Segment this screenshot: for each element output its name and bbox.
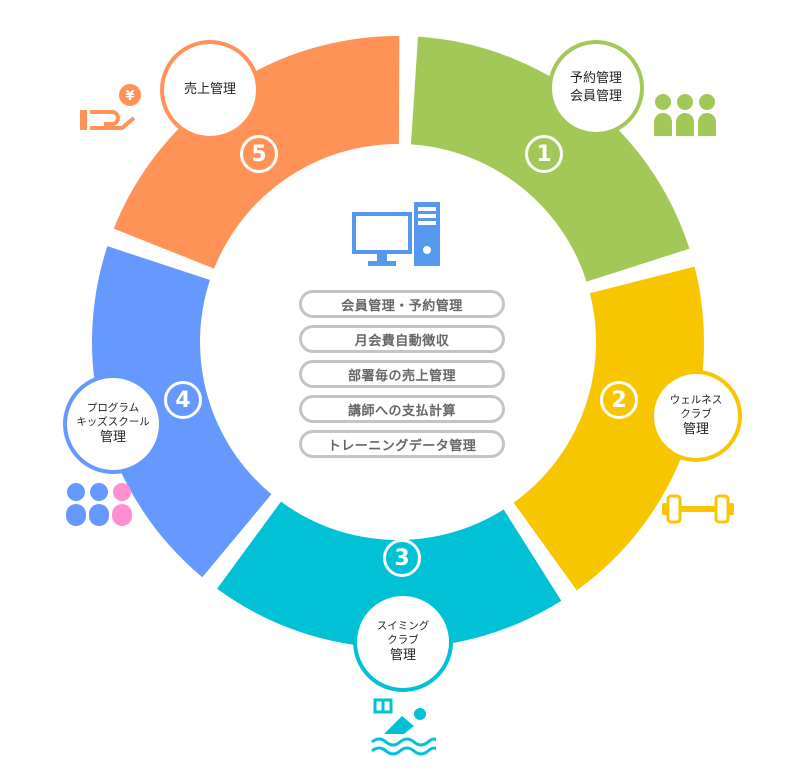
segment-4-label: プログラム キッズスクール 管理 [63,374,163,474]
segment-2-number: 2 [600,381,638,419]
ring-segment-3 [217,501,562,648]
desktop-computer-icon [352,202,440,266]
segment-3-label: スイミング クラブ 管理 [353,592,453,692]
segment-3-label-line-2: クラブ [387,634,419,647]
segment-2-label: ウェルネス クラブ 管理 [650,370,742,462]
segment-4-number: 4 [164,381,202,419]
hand-yen-coin-icon: ¥ [80,84,141,130]
yen-symbol: ¥ [125,89,134,104]
segment-2-label-line-2: クラブ [680,408,712,421]
feature-pill-instructor-payment: 講師への支払計算 [299,395,505,423]
segment-1-label-line-1: 予約管理 [569,71,622,87]
kids-group-icon [66,483,132,526]
segment-1-label: 予約管理 会員管理 [548,40,644,136]
segment-3-number: 3 [383,539,421,577]
segment-5-label: 売上管理 [160,40,260,140]
feature-pill-department-sales: 部署毎の売上管理 [299,360,505,388]
feature-pill-monthly-fee: 月会費自動徴収 [299,325,505,353]
segment-1-number: 1 [525,135,563,173]
segment-4-label-line-1: プログラム [86,402,140,415]
ring-segment-2 [513,266,705,591]
segment-5-label-line-1: 売上管理 [183,82,236,98]
segment-2-label-line-3: 管理 [682,422,709,438]
segment-3-label-line-3: 管理 [389,648,416,664]
feature-pill-training-data: トレーニングデータ管理 [299,430,505,458]
feature-pill-member-reservation: 会員管理・予約管理 [299,290,505,318]
segment-4-label-line-3: 管理 [99,430,126,446]
segment-1-label-line-2: 会員管理 [569,89,622,104]
people-group-icon [654,94,716,136]
segment-4-label-line-2: キッズスクール [76,416,150,429]
swimmer-icon [371,698,436,756]
segment-3-label-line-1: スイミング [376,620,430,633]
segment-5-number: 5 [240,135,278,173]
dumbbell-icon [662,494,734,524]
segment-2-label-line-1: ウェルネス [669,394,723,407]
